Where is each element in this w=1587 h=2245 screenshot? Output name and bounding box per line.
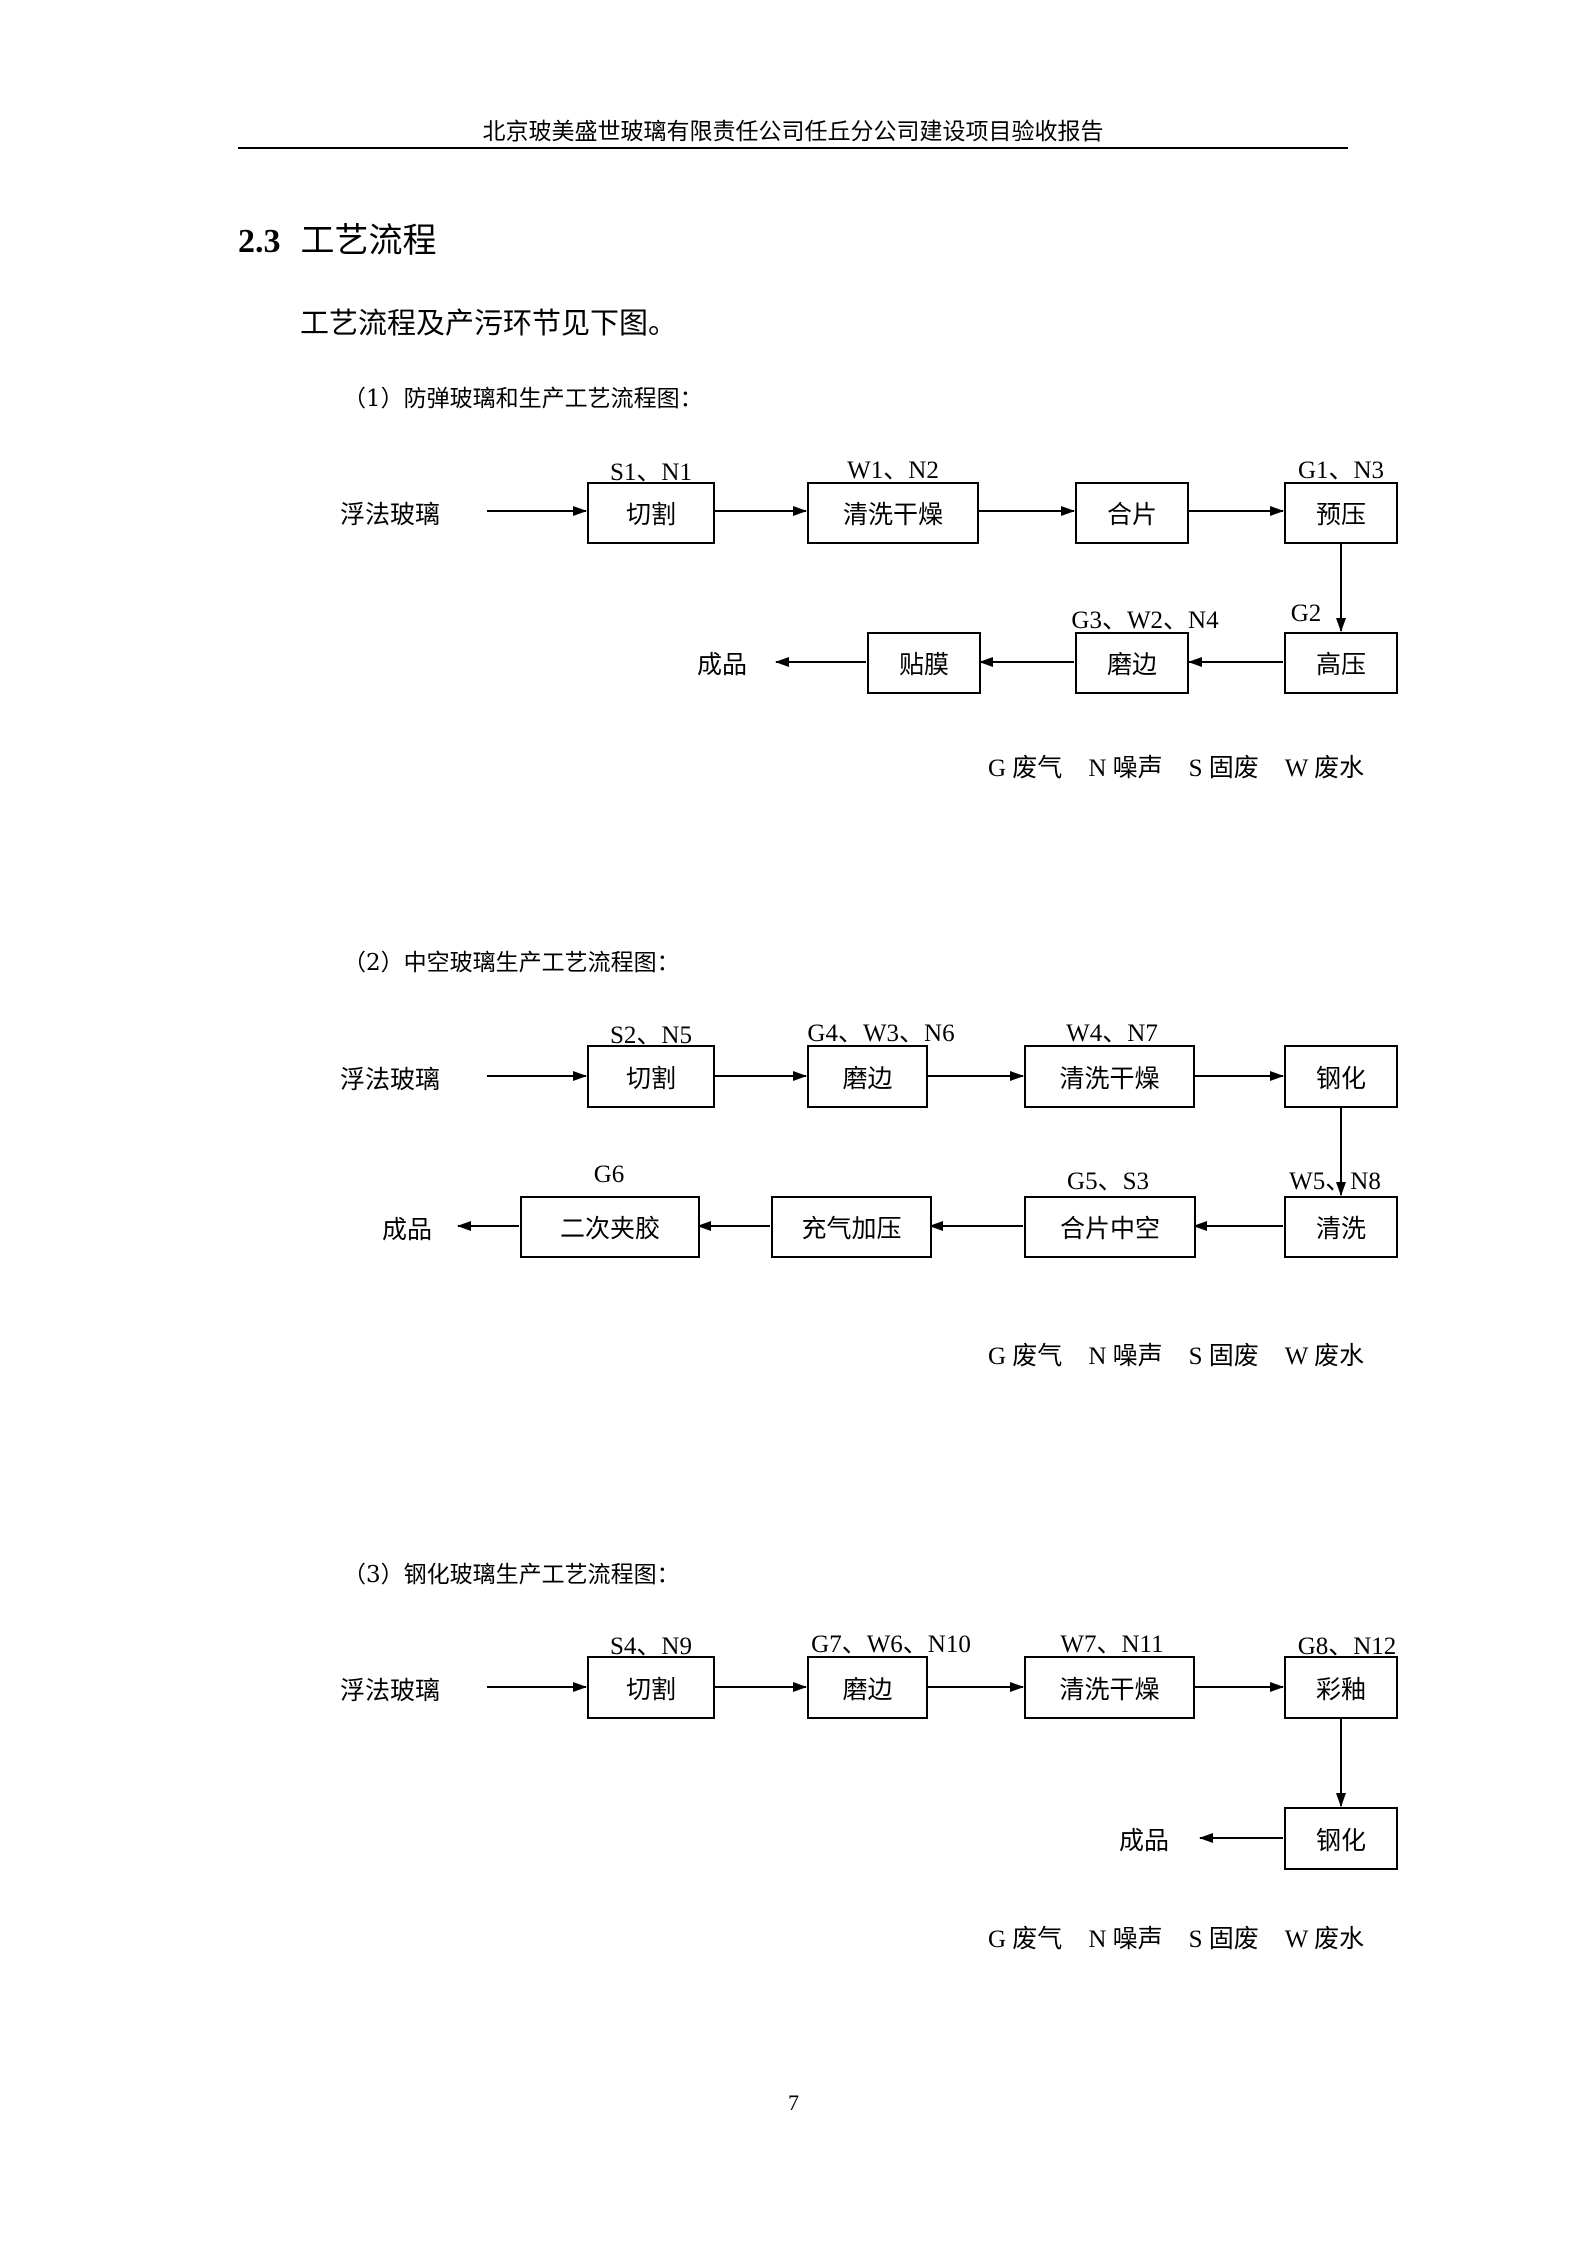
diagram-2-label-insulating: G5、S3 — [1067, 1168, 1149, 1195]
diagram-1-box-prepress: 预压 — [1284, 482, 1398, 544]
diagram-3-box-cutting: 切割 — [587, 1656, 715, 1719]
diagram-2-box-secondary-seal: 二次夹胶 — [520, 1196, 700, 1258]
diagram-2-box-wash-dry: 清洗干燥 — [1024, 1045, 1195, 1108]
diagram-1-output: 成品 — [697, 650, 748, 679]
diagram-2-label-cutting: S2、N5 — [610, 1022, 692, 1049]
section-title-text: 工艺流程 — [300, 221, 437, 261]
diagram-3-legend: G 废气 N 噪声 S 固废 W 废水 — [988, 1919, 1390, 1955]
diagram-3-caption: （3）钢化玻璃生产工艺流程图： — [343, 1562, 680, 1588]
diagram-3-label-cutting: S4、N9 — [610, 1633, 692, 1660]
section-number: 2.3 — [238, 223, 281, 260]
diagram-1-label-highpress: G2 — [1290, 600, 1322, 627]
diagram-3-label-wash-dry: W7、N11 — [1060, 1631, 1164, 1658]
legend-noise: N 噪声 — [1088, 1926, 1163, 1953]
header-rule — [238, 147, 1348, 149]
diagram-2-label-wash-dry: W4、N7 — [1066, 1020, 1158, 1047]
diagram-3-box-wash-dry: 清洗干燥 — [1024, 1656, 1195, 1719]
diagram-2-input: 浮法玻璃 — [340, 1065, 441, 1094]
legend-water: W 废水 — [1284, 1343, 1365, 1370]
intro-paragraph: 工艺流程及产污环节见下图。 — [300, 306, 678, 340]
diagram-3-box-tempering: 钢化 — [1284, 1807, 1398, 1870]
legend-noise: N 噪声 — [1088, 755, 1163, 782]
diagram-2-box-tempering: 钢化 — [1284, 1045, 1398, 1108]
legend-gas: G 废气 — [988, 1343, 1063, 1370]
diagram-2-legend: G 废气 N 噪声 S 固废 W 废水 — [988, 1336, 1390, 1372]
diagram-1-box-wash-dry: 清洗干燥 — [807, 482, 979, 544]
diagram-2-label-edging: G4、W3、N6 — [807, 1020, 955, 1047]
legend-water: W 废水 — [1284, 755, 1365, 782]
diagram-2-box-cutting: 切割 — [587, 1045, 715, 1108]
diagram-3-label-edging: G7、W6、N10 — [811, 1631, 971, 1658]
diagram-3-input: 浮法玻璃 — [340, 1676, 441, 1705]
legend-gas: G 废气 — [988, 1926, 1063, 1953]
diagram-1-label-cutting: S1、N1 — [610, 459, 692, 486]
diagram-1-box-highpress: 高压 — [1284, 632, 1398, 694]
diagram-1-label-wash-dry: W1、N2 — [847, 457, 939, 484]
legend-solid: S 固废 — [1188, 755, 1259, 782]
diagram-1-label-edging: G3、W2、N4 — [1071, 607, 1219, 634]
diagram-2-caption: （2）中空玻璃生产工艺流程图： — [343, 950, 680, 976]
diagram-3-output: 成品 — [1119, 1826, 1170, 1855]
legend-noise: N 噪声 — [1088, 1343, 1163, 1370]
diagram-1-legend: G 废气 N 噪声 S 固废 W 废水 — [988, 748, 1390, 784]
diagram-3-box-enamel: 彩釉 — [1284, 1656, 1398, 1719]
diagram-1-caption: （1）防弹玻璃和生产工艺流程图： — [343, 386, 703, 412]
diagram-2-label-secondary-seal: G6 — [593, 1161, 625, 1188]
section-title: 2.3 工艺流程 — [238, 213, 437, 262]
legend-water: W 废水 — [1284, 1926, 1365, 1953]
diagram-2-label-wash: W5、N8 — [1289, 1168, 1381, 1195]
diagram-2-box-insulating: 合片中空 — [1024, 1196, 1196, 1258]
diagram-1-box-cutting: 切割 — [587, 482, 715, 544]
page-header: 北京玻美盛世玻璃有限责任公司任丘分公司建设项目验收报告 — [482, 119, 1104, 145]
diagram-2-box-edging: 磨边 — [807, 1045, 928, 1108]
page-number: 7 — [788, 2090, 799, 2115]
legend-solid: S 固废 — [1188, 1926, 1259, 1953]
diagram-3-box-edging: 磨边 — [807, 1656, 928, 1719]
diagram-2-box-gas-fill: 充气加压 — [771, 1196, 932, 1258]
legend-gas: G 废气 — [988, 755, 1063, 782]
diagram-1-box-film: 贴膜 — [867, 632, 981, 694]
diagram-1-input: 浮法玻璃 — [340, 500, 441, 529]
diagram-2-output: 成品 — [382, 1215, 433, 1244]
diagram-1-box-edging: 磨边 — [1075, 632, 1189, 694]
diagram-3-label-enamel: G8、N12 — [1297, 1633, 1397, 1660]
diagram-2-box-wash: 清洗 — [1284, 1196, 1398, 1258]
legend-solid: S 固废 — [1188, 1343, 1259, 1370]
diagram-1-label-prepress: G1、N3 — [1297, 457, 1385, 484]
diagram-1-box-laminate: 合片 — [1075, 482, 1189, 544]
